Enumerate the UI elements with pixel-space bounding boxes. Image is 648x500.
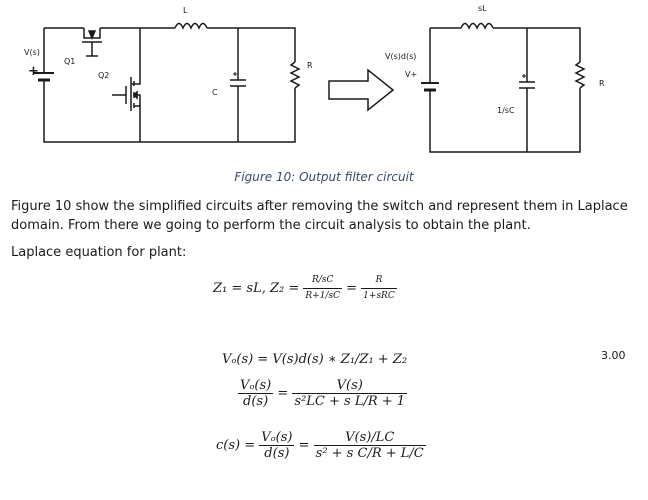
inductor-l-symbol: [174, 22, 208, 30]
label-1sc: 1/sC: [497, 106, 515, 115]
eq3-lhs-num: Vₒ(s): [238, 378, 274, 394]
eq4-rhs-num: V(s)/LC: [313, 430, 426, 446]
label-vplus: V+: [405, 70, 417, 79]
eq4-rhs-den: s² + s C/R + L/C: [315, 446, 424, 461]
eq1-rhs-num: R: [361, 273, 397, 289]
eq3-rhs-num: V(s): [292, 378, 408, 394]
output-filter-figure: V(s) + Q1 Q2 L C R V(s)d(s) V+ sL 1/sC R: [0, 0, 648, 175]
body-paragraph-2: Laplace equation for plant:: [11, 245, 187, 260]
label-vs: V(s): [24, 48, 40, 57]
eq1-frac-den: R+1/sC: [305, 291, 340, 301]
eq1-rhs-den: 1+sRC: [363, 291, 395, 301]
equation-vo: Vₒ(s) = V(s)d(s) ∗ Z₁/Z₁ + Z₂: [222, 352, 408, 367]
eq1-frac-num: R/sC: [303, 273, 342, 289]
body-paragraph-1: Figure 10 show the simplified circuits a…: [11, 199, 628, 233]
eq4-lhs-den: d(s): [264, 446, 290, 461]
equation-number: 3.00: [601, 349, 626, 362]
resistor-r-symbol-right: [574, 61, 586, 89]
label-vsds: V(s)d(s): [385, 52, 416, 61]
q1-mosfet-symbol: [82, 28, 102, 57]
q2-mosfet-symbol: [112, 28, 141, 142]
equation-transfer: Vₒ(s) d(s) = V(s) s²LC + s L/R + 1: [238, 378, 408, 409]
equation-z1-z2: Z₁ = sL, Z₂ = R/sC R+1/sC = R 1+sRC: [213, 273, 397, 304]
right-circuit-diagram: [421, 22, 586, 153]
label-plus: +: [28, 64, 39, 79]
eq4-prefix: c(s) =: [216, 438, 256, 453]
label-r: R: [307, 61, 313, 70]
label-r-right: R: [599, 79, 605, 88]
transform-arrow: [328, 68, 395, 112]
label-l: L: [183, 6, 188, 15]
eq3-rhs-den: s²LC + s L/R + 1: [294, 394, 406, 409]
resistor-r-symbol: [289, 61, 301, 89]
eq4-lhs-num: Vₒ(s): [259, 430, 295, 446]
eq3-lhs-den: d(s): [243, 394, 269, 409]
eq1-equals: =: [346, 281, 358, 296]
left-circuit-diagram: [34, 22, 301, 143]
inductor-sl-symbol: [460, 22, 494, 30]
equation-plant: c(s) = Vₒ(s) d(s) = V(s)/LC s² + s C/R +…: [216, 430, 426, 461]
eq1-z-definitions: Z₁ = sL, Z₂ =: [213, 281, 300, 296]
label-q2: Q2: [98, 71, 109, 80]
label-c: C: [212, 88, 218, 97]
label-q1: Q1: [64, 57, 75, 66]
label-sl: sL: [478, 4, 487, 13]
figure-caption: Figure 10: Output filter circuit: [234, 170, 414, 184]
